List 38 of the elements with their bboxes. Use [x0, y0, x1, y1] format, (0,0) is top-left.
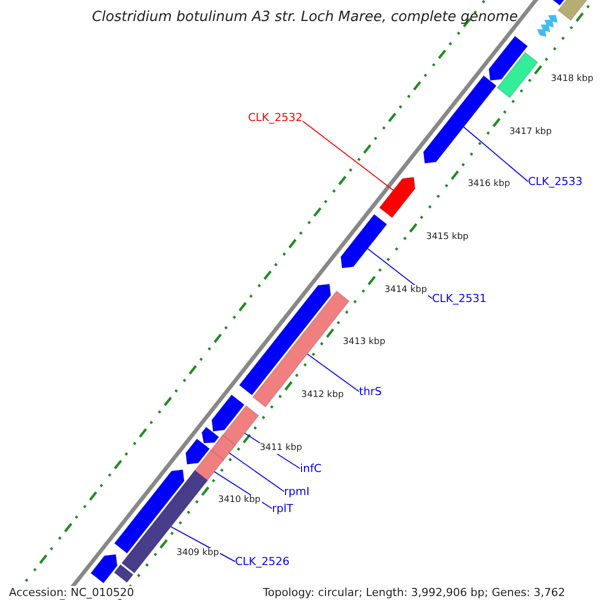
gene-label: CLK_2526 — [235, 556, 290, 567]
leader-line — [228, 452, 284, 492]
scale-label: 3409 kbp — [176, 548, 220, 560]
gene-label: CLK_2533 — [528, 176, 583, 187]
gene-bar — [114, 564, 134, 584]
scale-label: 3413 kbp — [342, 337, 386, 348]
gene-label: rplT — [272, 503, 294, 514]
gene-block — [201, 426, 220, 444]
scale-label: 3411 kbp — [258, 442, 304, 454]
gene-label: rpmI — [284, 486, 310, 497]
gene-block — [211, 394, 245, 432]
gene-bar — [210, 434, 236, 462]
gene-block — [488, 36, 528, 81]
gene-chevrons — [537, 15, 558, 37]
accession-text: Accession: NC_010520 — [8, 586, 136, 599]
title: Clostridium botulinum A3 str. Loch Maree, complete genome — [92, 10, 518, 24]
scale-label: 3416 kbp — [466, 179, 512, 190]
leader-line — [170, 526, 236, 562]
scale-label: 3417 kbp — [508, 126, 553, 138]
gene-label: CLK_2531 — [432, 293, 487, 304]
leader-line — [302, 120, 406, 200]
gene-label: CLK_2532 — [248, 112, 303, 123]
gene-label: thrS — [359, 386, 382, 397]
scale-label: 3410 kbp — [217, 495, 262, 506]
gene-block — [378, 176, 416, 218]
scale-label: 3414 kbp — [384, 284, 428, 296]
leader-line — [463, 126, 528, 182]
scale-label: 3415 kbp — [425, 232, 470, 244]
gene-block — [185, 438, 210, 465]
gene-bar — [496, 52, 538, 98]
gene-block — [422, 75, 497, 164]
scale-label: 3418 kbp — [550, 74, 594, 86]
gene-block — [340, 214, 388, 269]
topology-text: Topology: circular; Length: 3,992,906 bp; Genes: 3,762 — [262, 586, 566, 599]
leader-line — [306, 353, 360, 392]
gene-block — [90, 554, 118, 584]
scale-label: 3412 kbp — [300, 390, 345, 402]
gene-label: infC — [300, 463, 322, 474]
